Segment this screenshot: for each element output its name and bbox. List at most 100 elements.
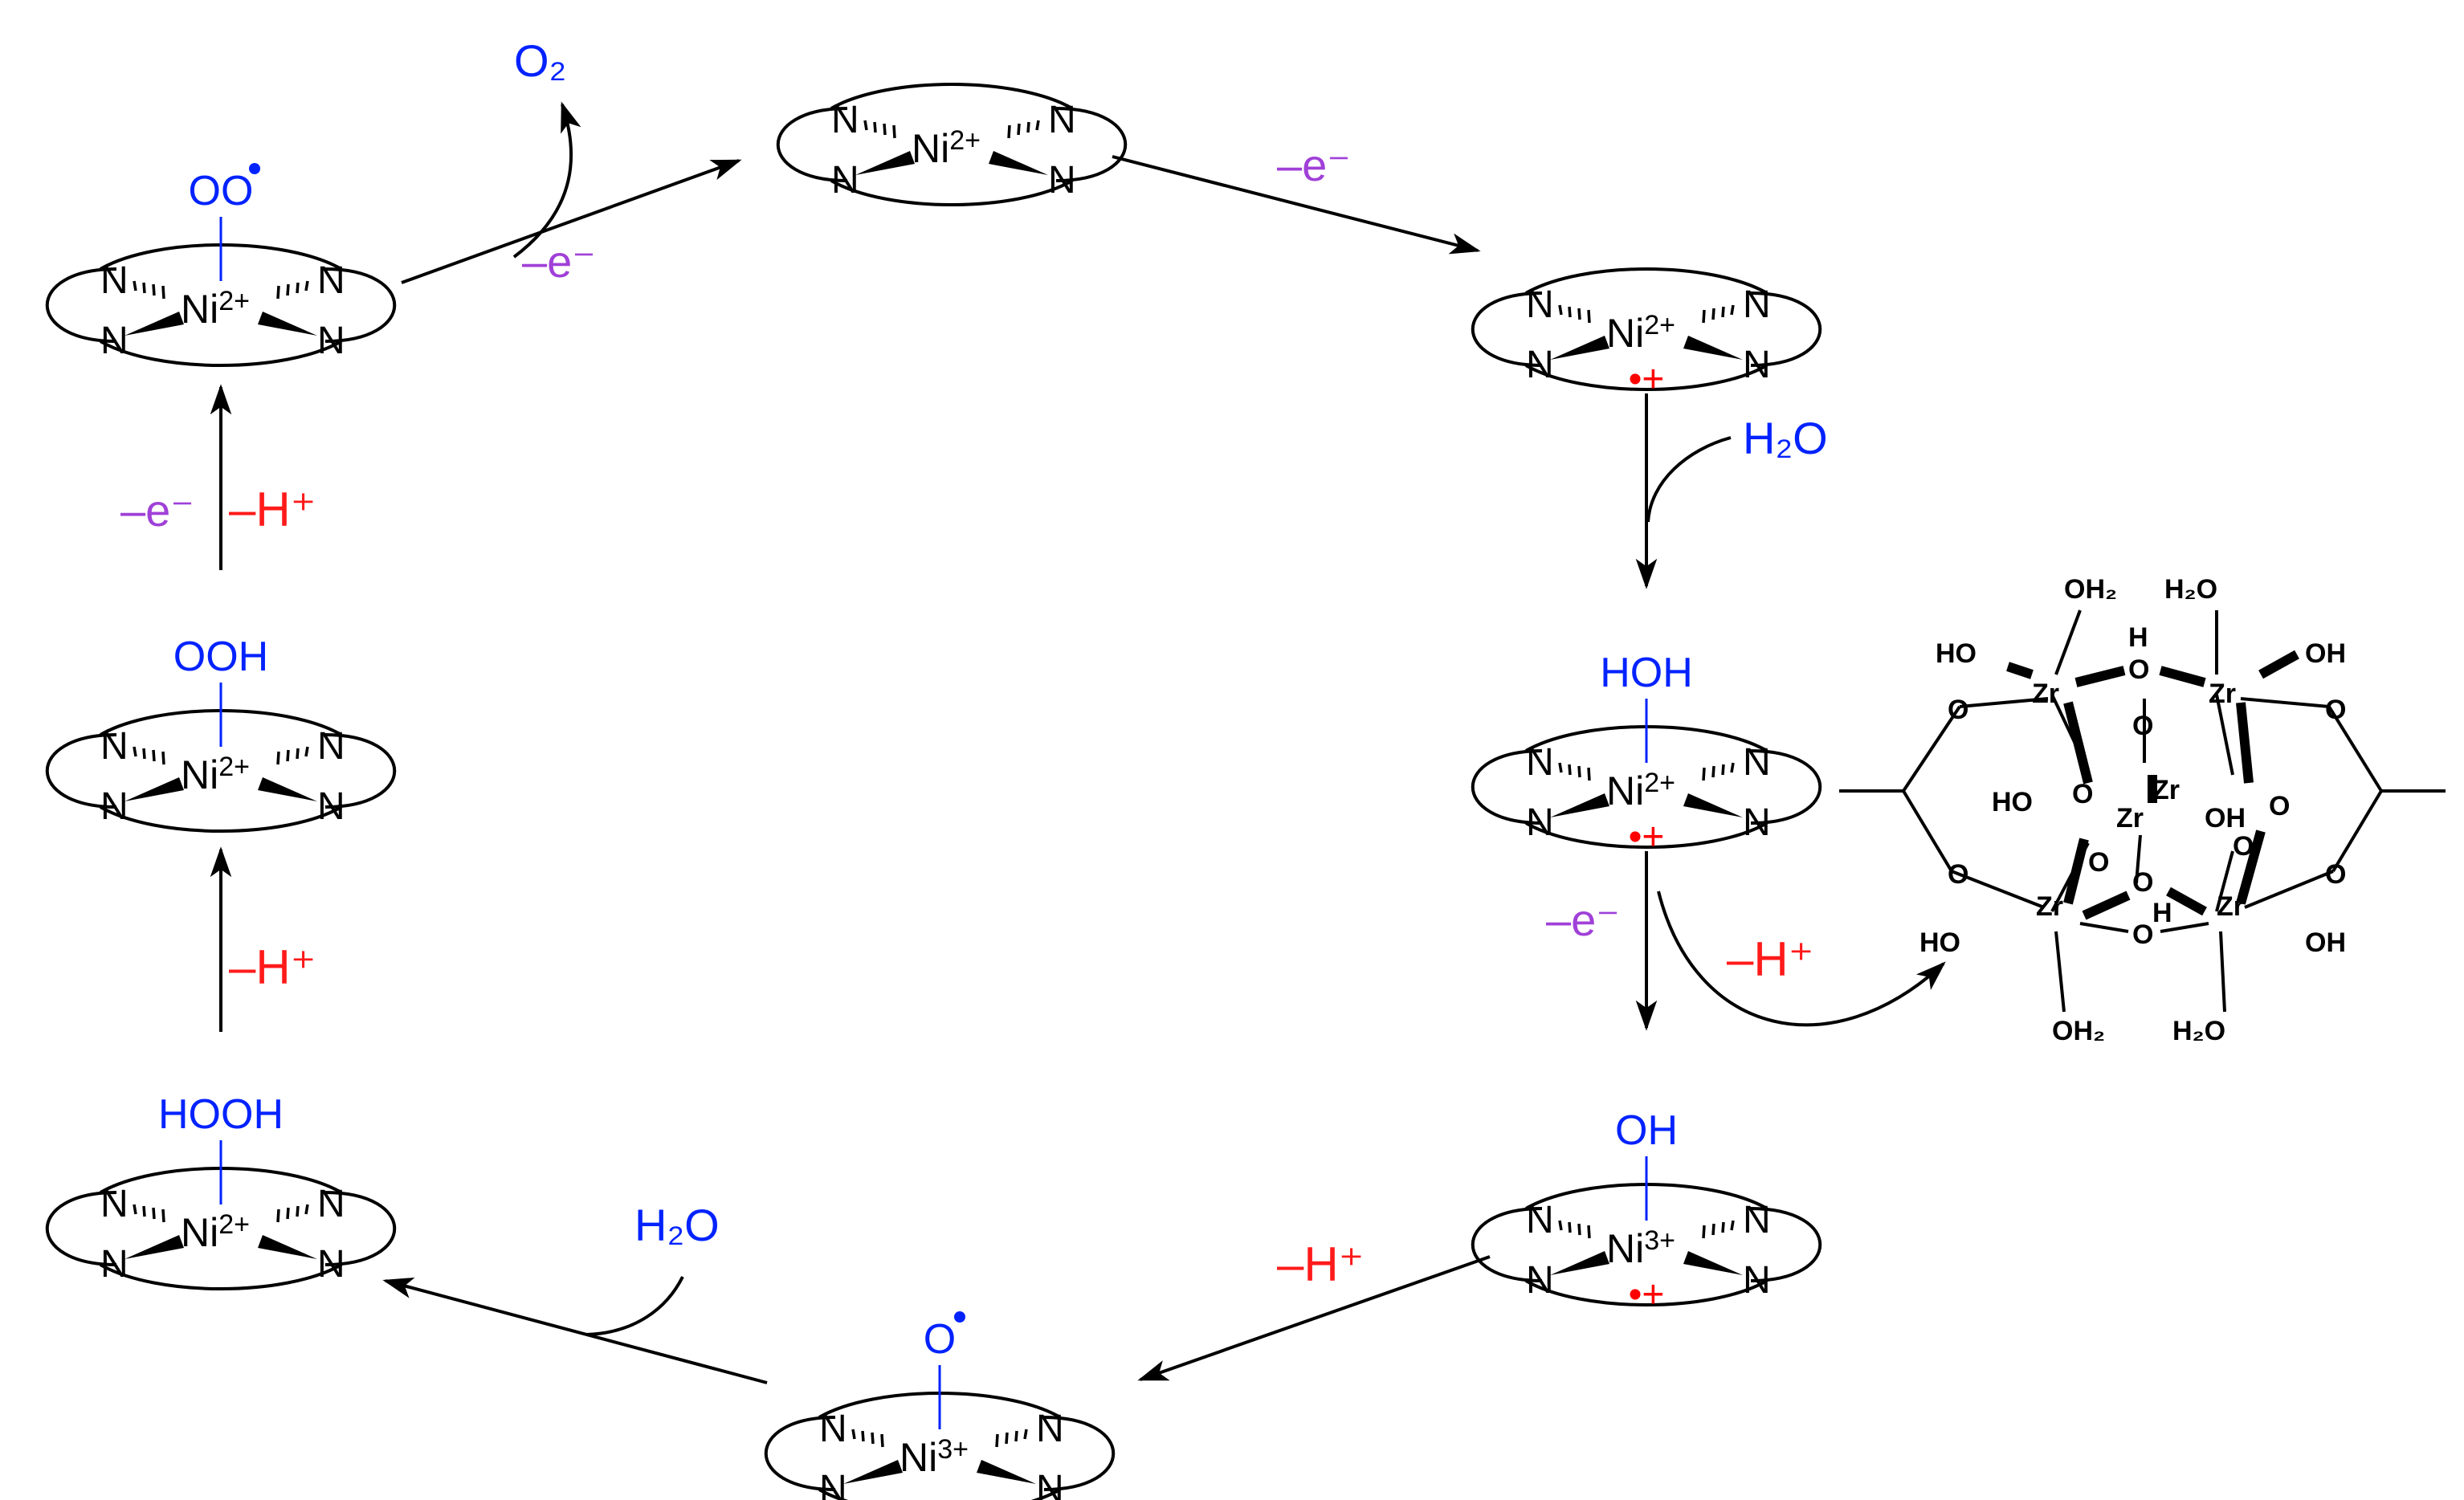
zr-atom-5: Zr bbox=[2036, 891, 2063, 922]
nitrogen-label: N bbox=[1036, 1468, 1064, 1500]
metal-center: Ni2+ bbox=[181, 286, 250, 332]
zr-cluster: Zr Zr Zr Zr Zr Zr O O O O O O O O O O O … bbox=[1839, 574, 2446, 1046]
o-atom: O bbox=[2132, 919, 2153, 950]
nitrogen-label: N bbox=[1526, 741, 1554, 784]
zr-atom-4: Zr bbox=[2116, 803, 2144, 834]
nitrogen-label: N bbox=[100, 725, 129, 768]
arrow-o2-release bbox=[512, 101, 581, 259]
h-atom: H bbox=[2128, 622, 2148, 653]
metal-center: Ni3+ bbox=[900, 1434, 969, 1480]
hydroxo-right-top: OH bbox=[2305, 638, 2346, 669]
oxidation-state: 2+ bbox=[1644, 310, 1675, 340]
h-atom: H bbox=[2152, 898, 2172, 928]
nitrogen-label: N bbox=[1036, 1408, 1064, 1450]
zr-atom-2: Zr bbox=[2209, 679, 2236, 709]
nitrogen-label: N bbox=[1526, 344, 1554, 386]
o-atom: O bbox=[2132, 867, 2153, 898]
axial-ligand: OH bbox=[1615, 1107, 1678, 1154]
metal-center: Ni2+ bbox=[1606, 310, 1675, 356]
nitrogen-label: N bbox=[819, 1408, 847, 1450]
label-water-2: H₂O bbox=[634, 1200, 720, 1250]
nitrogen-label: N bbox=[1743, 1259, 1771, 1302]
o-atom: O bbox=[2233, 831, 2254, 862]
nitrogen-label: N bbox=[100, 1183, 129, 1225]
arrow-c8-to-c1 bbox=[401, 159, 742, 284]
oxidation-state: 3+ bbox=[1644, 1225, 1675, 1256]
radical-dot bbox=[954, 1311, 965, 1323]
ligand-radical-cation: •+ bbox=[1629, 1274, 1665, 1316]
nitrogen-label: N bbox=[317, 1183, 345, 1225]
hydroxo-left-top: HO bbox=[1936, 638, 1977, 669]
oxidation-state: 2+ bbox=[218, 1209, 250, 1240]
nitrogen-label: N bbox=[1048, 159, 1076, 202]
axial-ligand: HOH bbox=[1600, 650, 1693, 696]
label-electron-4: –e⁻ bbox=[120, 485, 194, 536]
hydroxo-mid-right: OH bbox=[2205, 803, 2246, 834]
arrow-water-in-2 bbox=[585, 1276, 684, 1336]
o-atom: O bbox=[2132, 711, 2153, 741]
aqua-top-right: H₂O bbox=[2164, 574, 2217, 605]
arrow-c5-to-c6 bbox=[382, 1277, 768, 1384]
nitrogen-label: N bbox=[1526, 801, 1554, 844]
metal-center: Ni2+ bbox=[1606, 768, 1675, 813]
oxidation-state: 2+ bbox=[218, 286, 250, 316]
zr-atom-6: Zr bbox=[2217, 891, 2244, 922]
nitrogen-label: N bbox=[1526, 1259, 1554, 1302]
reaction-arrows bbox=[210, 101, 1946, 1384]
axial-ligand: OO bbox=[189, 168, 254, 214]
nitrogen-label: N bbox=[317, 320, 345, 362]
oxidation-state: 2+ bbox=[1644, 768, 1675, 798]
nitrogen-label: N bbox=[1743, 741, 1771, 784]
zr-terminal-ligands: HO OH HO OH HO OH OH₂ H₂O OH₂ H₂O bbox=[1919, 574, 2346, 1046]
nitrogen-label: N bbox=[100, 320, 129, 362]
axial-ligand: HOOH bbox=[158, 1091, 284, 1138]
nitrogen-label: N bbox=[1526, 283, 1554, 326]
aqua-bottom-right: H₂O bbox=[2172, 1016, 2225, 1046]
o-atom: O bbox=[2269, 791, 2290, 821]
nitrogen-label: N bbox=[100, 785, 129, 828]
metal-center: Ni2+ bbox=[181, 1209, 250, 1255]
o-atom: O bbox=[2325, 859, 2346, 890]
zr-oxygens: O O O O O O O O O O O O H H bbox=[1948, 622, 2346, 950]
label-electron-2: –e⁻ bbox=[1277, 140, 1351, 190]
arrow-proton-to-zr bbox=[1657, 891, 1946, 1027]
label-water-1: H₂O bbox=[1743, 413, 1828, 463]
metal-center: Ni3+ bbox=[1606, 1225, 1675, 1271]
nitrogen-label: N bbox=[317, 1243, 345, 1286]
nitrogen-label: N bbox=[1048, 99, 1076, 141]
o-atom: O bbox=[2072, 779, 2093, 809]
nitrogen-label: N bbox=[831, 99, 859, 141]
nitrogen-label: N bbox=[1743, 1199, 1771, 1241]
o-atom: O bbox=[2325, 695, 2346, 725]
metal-center: Ni2+ bbox=[181, 752, 250, 797]
oxidation-state: 2+ bbox=[218, 752, 250, 782]
hydroxo-mid-left: HO bbox=[1992, 787, 2033, 817]
nitrogen-label: N bbox=[1743, 801, 1771, 844]
metal-center: Ni2+ bbox=[912, 125, 981, 171]
oxidation-state: 2+ bbox=[949, 125, 981, 156]
zr-atoms: Zr Zr Zr Zr Zr Zr bbox=[2032, 679, 2244, 922]
nitrogen-label: N bbox=[819, 1468, 847, 1500]
nitrogen-label: N bbox=[1526, 1199, 1554, 1241]
arrow-c1-to-c2 bbox=[1112, 155, 1481, 255]
aqua-top-left: OH₂ bbox=[2064, 574, 2117, 605]
label-o2: O₂ bbox=[514, 35, 566, 86]
nitrogen-label: N bbox=[1743, 283, 1771, 326]
oxidation-state: 3+ bbox=[937, 1434, 969, 1465]
nitrogen-label: N bbox=[317, 785, 345, 828]
label-proton-1: –H⁺ bbox=[1727, 932, 1813, 986]
arrow-c4-to-c5 bbox=[1137, 1255, 1491, 1381]
o-atom: O bbox=[2128, 654, 2149, 685]
zr-atom-1: Zr bbox=[2032, 679, 2059, 709]
nitrogen-label: N bbox=[317, 259, 345, 302]
label-electron-3: –e⁻ bbox=[1546, 895, 1620, 945]
